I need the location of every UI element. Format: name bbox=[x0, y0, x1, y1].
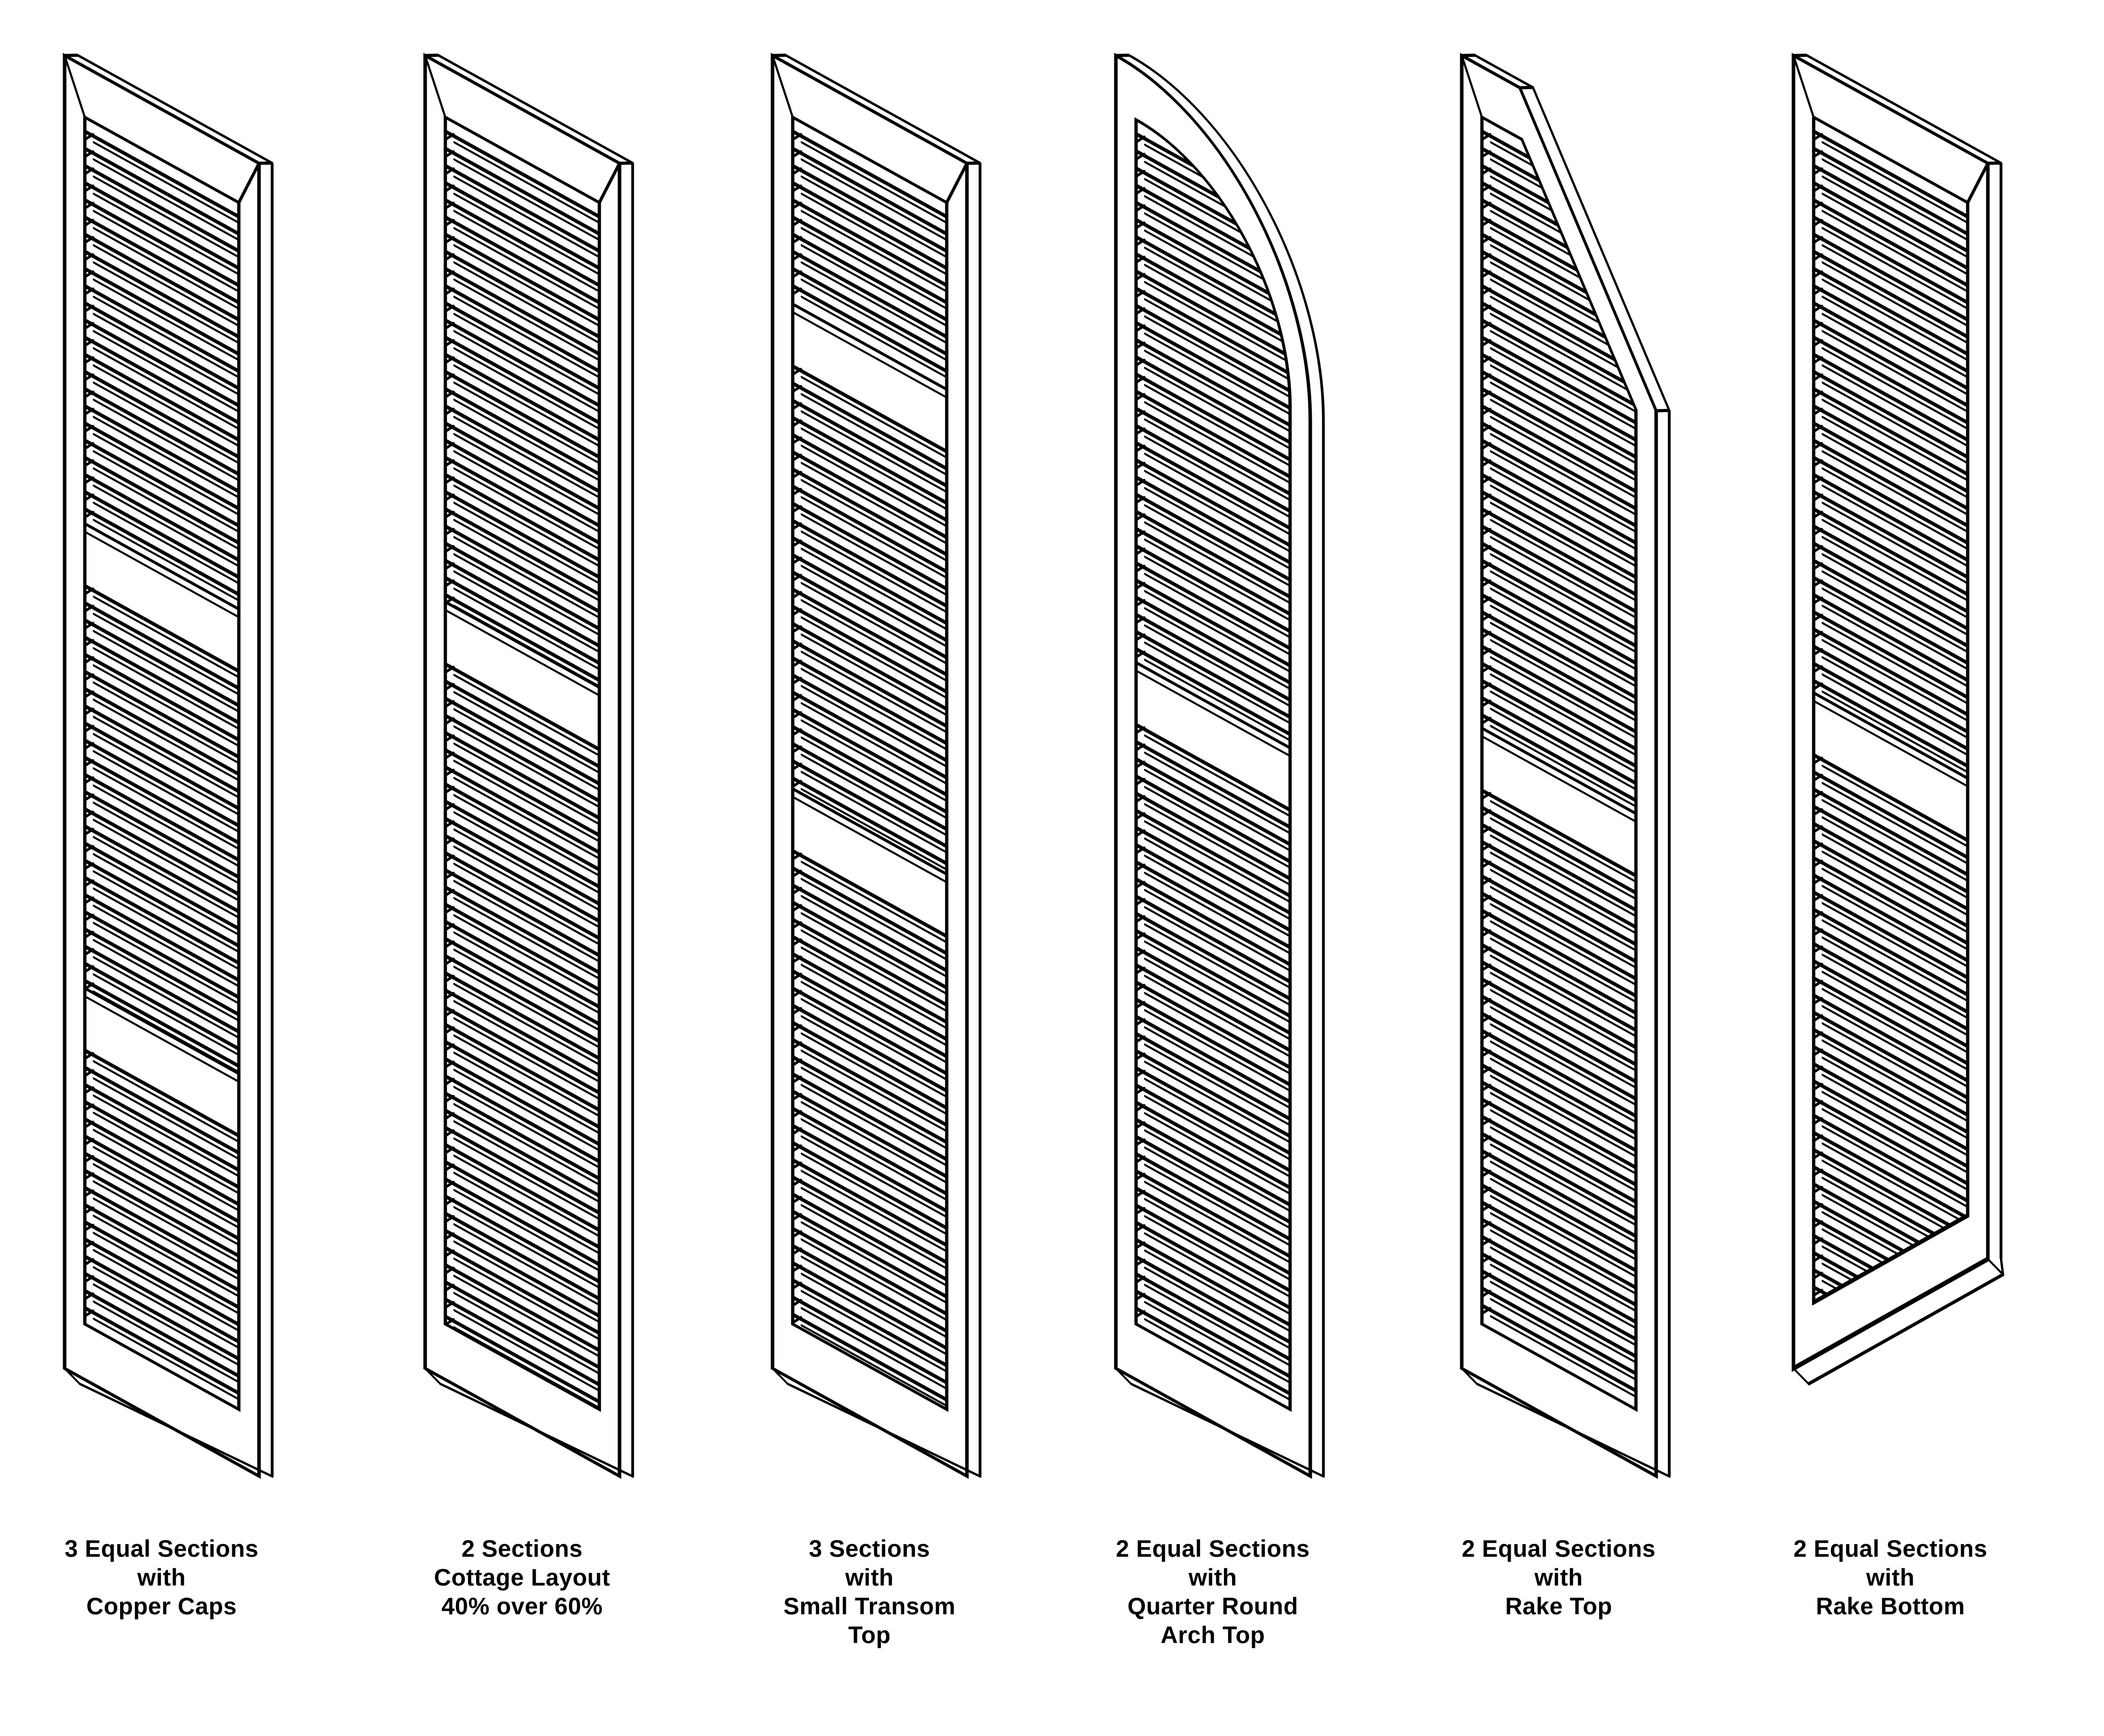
shutter-caption-small-transom-top: 3 Sections with Small Transom Top bbox=[708, 1534, 1031, 1649]
caption-line: with bbox=[1866, 1564, 1915, 1591]
caption-line: with bbox=[845, 1564, 894, 1591]
caption-line: Copper Caps bbox=[86, 1593, 237, 1619]
caption-line: 2 Sections bbox=[461, 1535, 583, 1562]
shutter-drawing-rake-top bbox=[1460, 53, 1671, 1479]
caption-line: Rake Bottom bbox=[1816, 1593, 1965, 1619]
caption-line: 2 Equal Sections bbox=[1461, 1535, 1656, 1562]
caption-line: 2 Equal Sections bbox=[1793, 1535, 1988, 1562]
shutter-drawing-rake-bottom bbox=[1791, 53, 2005, 1386]
shutter-caption-rake-top: 2 Equal Sections with Rake Top bbox=[1397, 1534, 1720, 1620]
caption-line: Rake Top bbox=[1505, 1593, 1613, 1619]
caption-line: 2 Equal Sections bbox=[1115, 1535, 1310, 1562]
caption-line: 3 Equal Sections bbox=[64, 1535, 259, 1562]
caption-line: Top bbox=[848, 1621, 891, 1648]
shutter-caption-cottage: 2 Sections Cottage Layout 40% over 60% bbox=[361, 1534, 684, 1620]
caption-line: Cottage Layout bbox=[434, 1564, 610, 1591]
shutter-caption-quarter-round-arch-top: 2 Equal Sections with Quarter Round Arch… bbox=[1051, 1534, 1374, 1649]
caption-line: Small Transom bbox=[783, 1593, 956, 1619]
shutter-drawing-quarter-round-arch-top bbox=[1114, 53, 1325, 1479]
caption-line: with bbox=[1189, 1564, 1237, 1591]
shutter-caption-rake-bottom: 2 Equal Sections with Rake Bottom bbox=[1729, 1534, 2052, 1620]
shutter-drawing-small-transom-top bbox=[771, 53, 982, 1479]
caption-line: with bbox=[137, 1564, 186, 1591]
caption-line: Quarter Round bbox=[1127, 1593, 1299, 1619]
shutter-drawing-cottage bbox=[423, 53, 634, 1479]
shutter-caption-copper-caps: 3 Equal Sections with Copper Caps bbox=[0, 1534, 323, 1620]
shutter-drawing-copper-caps bbox=[63, 53, 274, 1479]
caption-line: 40% over 60% bbox=[441, 1593, 603, 1619]
caption-line: Arch Top bbox=[1160, 1621, 1265, 1648]
caption-line: 3 Sections bbox=[808, 1535, 931, 1562]
caption-line: with bbox=[1534, 1564, 1583, 1591]
